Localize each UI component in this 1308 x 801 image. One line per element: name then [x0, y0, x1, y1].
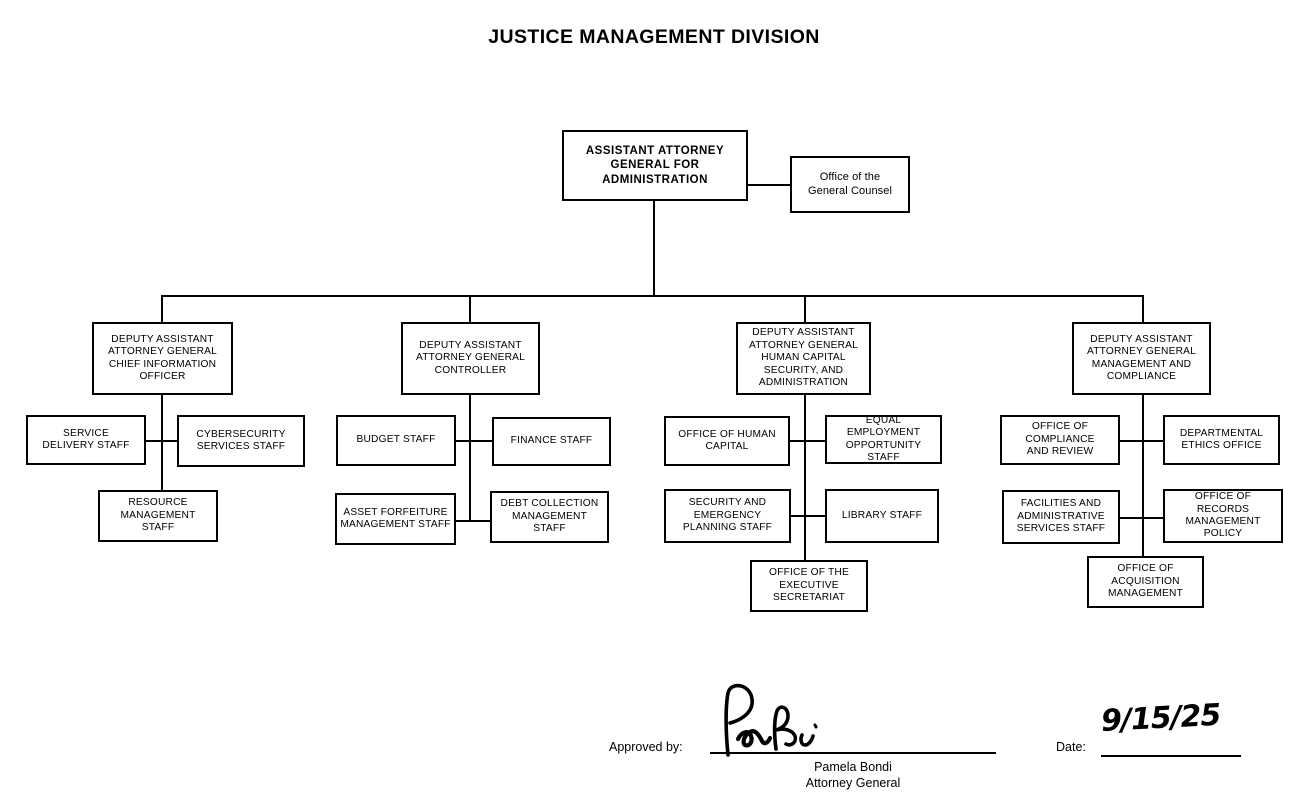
date-label: Date:: [1056, 740, 1086, 754]
date-value: 9/15/25: [1100, 697, 1222, 739]
node-label: RESOURCE MANAGEMENT STAFF: [120, 497, 196, 534]
node-office-of-the-executive-secretariat[interactable]: OFFICE OF THE EXECUTIVE SECRETARIAT: [750, 560, 868, 612]
node-label: FACILITIES AND ADMINISTRATIVE SERVICES S…: [1016, 498, 1106, 535]
connector-main-bus: [161, 295, 1144, 297]
node-label: DEPUTY ASSISTANT ATTORNEY GENERAL HUMAN …: [748, 327, 859, 389]
node-debt-collection-management-staff[interactable]: DEBT COLLECTION MANAGEMENT STAFF: [490, 491, 609, 543]
node-label: OFFICE OF RECORDS MANAGEMENT POLICY: [1185, 491, 1261, 540]
node-label: ASSET FORFEITURE MANAGEMENT STAFF: [340, 506, 451, 530]
connector-division-1-spine: [161, 395, 163, 491]
node-finance-staff[interactable]: FINANCE STAFF: [492, 417, 611, 466]
node-asset-forfeiture-management-staff[interactable]: ASSET FORFEITURE MANAGEMENT STAFF: [335, 493, 456, 545]
node-equal-employment-opportunity-staff[interactable]: EQUAL EMPLOYMENT OPPORTUNITY STAFF: [825, 415, 942, 464]
node-label: SERVICE DELIVERY STAFF: [42, 427, 130, 451]
connector-division-2-branch-a: [456, 440, 492, 442]
node-label: DEPUTY ASSISTANT ATTORNEY GENERAL CHIEF …: [107, 333, 218, 382]
node-daag-management-and-compliance[interactable]: DEPUTY ASSISTANT ATTORNEY GENERAL MANAGE…: [1072, 322, 1211, 395]
signature-image: [724, 683, 818, 757]
connector-division-4-branch-a: [1120, 440, 1164, 442]
node-office-of-the-general-counsel[interactable]: Office of the General Counsel: [790, 156, 910, 213]
node-label: DEBT COLLECTION MANAGEMENT STAFF: [500, 498, 599, 535]
node-label: OFFICE OF ACQUISITION MANAGEMENT: [1107, 563, 1183, 600]
node-label: FINANCE STAFF: [510, 435, 593, 447]
connector-root-to-general-counsel: [747, 184, 791, 186]
page-title: JUSTICE MANAGEMENT DIVISION: [488, 26, 820, 48]
connector-root-stem: [653, 201, 655, 297]
node-label: OFFICE OF HUMAN CAPITAL: [678, 428, 776, 452]
node-office-of-human-capital[interactable]: OFFICE OF HUMAN CAPITAL: [664, 416, 790, 466]
connector-division-3-branch-a: [790, 440, 826, 442]
node-security-and-emergency-planning-staff[interactable]: SECURITY AND EMERGENCY PLANNING STAFF: [664, 489, 791, 543]
node-label: Office of the General Counsel: [807, 171, 893, 197]
node-facilities-and-administrative-services-staff[interactable]: FACILITIES AND ADMINISTRATIVE SERVICES S…: [1002, 490, 1120, 544]
connector-division-4-stem: [1142, 295, 1144, 322]
node-label: CYBERSECURITY SERVICES STAFF: [196, 428, 286, 452]
connector-division-2-branch-b: [456, 520, 492, 522]
node-resource-management-staff[interactable]: RESOURCE MANAGEMENT STAFF: [98, 490, 218, 542]
node-budget-staff[interactable]: BUDGET STAFF: [336, 415, 456, 466]
node-label: DEPUTY ASSISTANT ATTORNEY GENERAL MANAGE…: [1086, 333, 1197, 382]
node-daag-controller[interactable]: DEPUTY ASSISTANT ATTORNEY GENERAL CONTRO…: [401, 322, 540, 395]
connector-division-2-stem: [469, 295, 471, 322]
node-departmental-ethics-office[interactable]: DEPARTMENTAL ETHICS OFFICE: [1163, 415, 1280, 465]
connector-division-3-branch-b: [790, 515, 826, 517]
node-library-staff[interactable]: LIBRARY STAFF: [825, 489, 939, 543]
connector-division-4-branch-b: [1120, 517, 1164, 519]
node-label: DEPUTY ASSISTANT ATTORNEY GENERAL CONTRO…: [415, 339, 526, 376]
connector-division-1-branch-a: [146, 440, 177, 442]
approved-by-label: Approved by:: [609, 740, 683, 754]
node-cybersecurity-services-staff[interactable]: CYBERSECURITY SERVICES STAFF: [177, 415, 305, 467]
node-label: OFFICE OF COMPLIANCE AND REVIEW: [1025, 421, 1095, 458]
connector-division-3-spine: [804, 395, 806, 561]
node-label: OFFICE OF THE EXECUTIVE SECRETARIAT: [769, 567, 849, 604]
signer-title: Attorney General: [805, 776, 901, 790]
node-daag-human-capital-security-and-administration[interactable]: DEPUTY ASSISTANT ATTORNEY GENERAL HUMAN …: [736, 322, 871, 395]
node-label: DEPARTMENTAL ETHICS OFFICE: [1179, 427, 1264, 451]
date-line: [1101, 755, 1241, 757]
connector-division-3-stem: [804, 295, 806, 322]
node-label: EQUAL EMPLOYMENT OPPORTUNITY STAFF: [845, 414, 922, 463]
connector-division-1-stem: [161, 295, 163, 322]
node-label: ASSISTANT ATTORNEY GENERAL FOR ADMINISTR…: [585, 145, 725, 186]
node-label: SECURITY AND EMERGENCY PLANNING STAFF: [682, 497, 773, 534]
signer-name: Pamela Bondi: [814, 760, 892, 774]
node-office-of-compliance-and-review[interactable]: OFFICE OF COMPLIANCE AND REVIEW: [1000, 415, 1120, 465]
node-daag-chief-information-officer[interactable]: DEPUTY ASSISTANT ATTORNEY GENERAL CHIEF …: [92, 322, 233, 395]
node-office-of-acquisition-management[interactable]: OFFICE OF ACQUISITION MANAGEMENT: [1087, 556, 1204, 608]
node-label: BUDGET STAFF: [356, 434, 436, 446]
node-office-of-records-management-policy[interactable]: OFFICE OF RECORDS MANAGEMENT POLICY: [1163, 489, 1283, 543]
signature-line: [710, 752, 996, 754]
node-service-delivery-staff[interactable]: SERVICE DELIVERY STAFF: [26, 415, 146, 465]
node-label: LIBRARY STAFF: [841, 509, 923, 521]
connector-division-4-spine: [1142, 395, 1144, 557]
node-assistant-attorney-general-for-administration[interactable]: ASSISTANT ATTORNEY GENERAL FOR ADMINISTR…: [562, 130, 748, 201]
connector-division-2-spine: [469, 395, 471, 521]
